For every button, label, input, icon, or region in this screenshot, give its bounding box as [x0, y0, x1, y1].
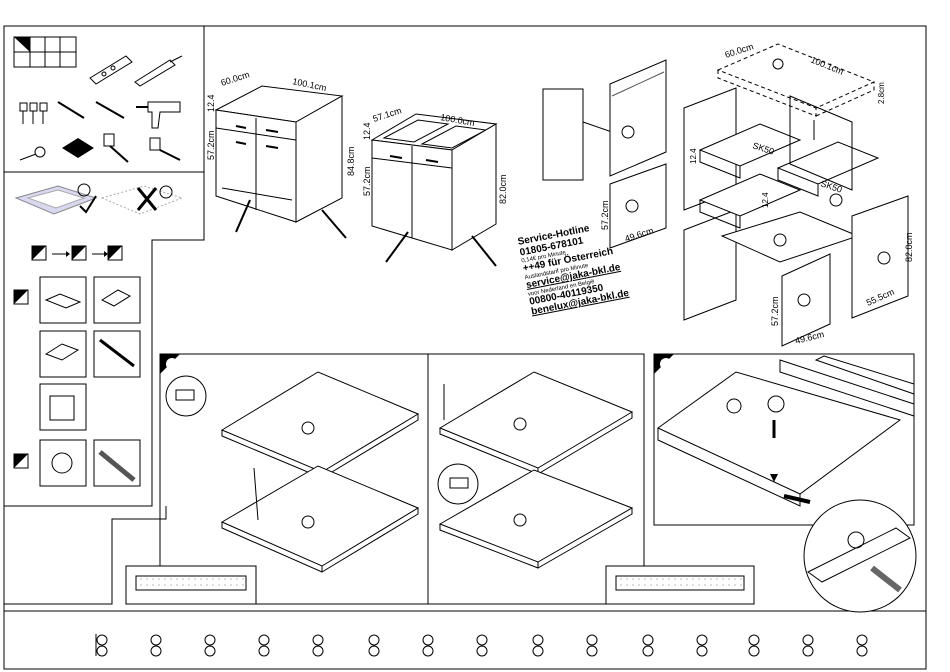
door2-height-label: 57.2cm: [770, 296, 780, 326]
step-panel-2: [427, 353, 755, 605]
step-panel-3: [653, 353, 917, 613]
cabinet-open-view: [370, 113, 498, 267]
glue-gun-icon: [134, 55, 183, 87]
top-depth-label: 60.0cm: [724, 41, 755, 60]
hammer-icon: [103, 133, 129, 163]
cloth-icon: [62, 138, 94, 158]
open-height-top-label: 12.4: [362, 122, 372, 140]
open-height-total-label: 82.0cm: [498, 174, 508, 204]
drawer-b-label: SK50: [819, 178, 843, 194]
hardware-row: [95, 634, 868, 657]
drawer-h1-label: 12.4: [689, 148, 698, 164]
keys-icon: [19, 102, 48, 124]
smile-icon: [77, 183, 91, 197]
check-icon: [79, 195, 97, 214]
tools-section: [13, 36, 183, 163]
door-height-label: 57.2cm: [600, 200, 610, 230]
screwdriver-2-icon: [95, 101, 125, 119]
open-height-body-label: 57.2cm: [362, 166, 372, 196]
tape-measure-icon: [19, 146, 46, 161]
parts-panel-outline: [4, 25, 205, 507]
dowel-fitting-icon: [149, 137, 181, 161]
step-panel-1: [125, 353, 429, 605]
exploded-view: [609, 43, 909, 347]
top-width-label: 100.1cm: [809, 55, 845, 77]
side-panel: [851, 195, 909, 319]
front-height-body-label: 57.2cm: [206, 130, 216, 160]
door-panel-front: [781, 253, 831, 347]
fitting-parts-section: [13, 245, 141, 487]
sheet-border: [3, 25, 927, 670]
door-panel-upper: [609, 59, 667, 177]
frown-icon: [159, 185, 173, 199]
front-height-top-label: 12.4: [206, 94, 216, 112]
cabinet-front-view: [214, 85, 347, 239]
front-depth-label: 60.0cm: [220, 69, 251, 88]
drill-icon: [136, 101, 181, 129]
cross-icon: [136, 187, 158, 211]
side-height-label: 82.0cm: [904, 232, 914, 262]
label-box: [542, 88, 584, 181]
drawer-h2-label: 12.4: [761, 192, 770, 208]
do-dont-section: [14, 183, 184, 215]
spirit-level-icon: [89, 55, 133, 85]
top-thickness-label: 2.8cm: [877, 82, 886, 104]
screwdriver-icon: [57, 101, 85, 119]
open-depth-label: 57.1cm: [372, 105, 403, 124]
front-height-total-label: 84.8cm: [346, 146, 356, 176]
